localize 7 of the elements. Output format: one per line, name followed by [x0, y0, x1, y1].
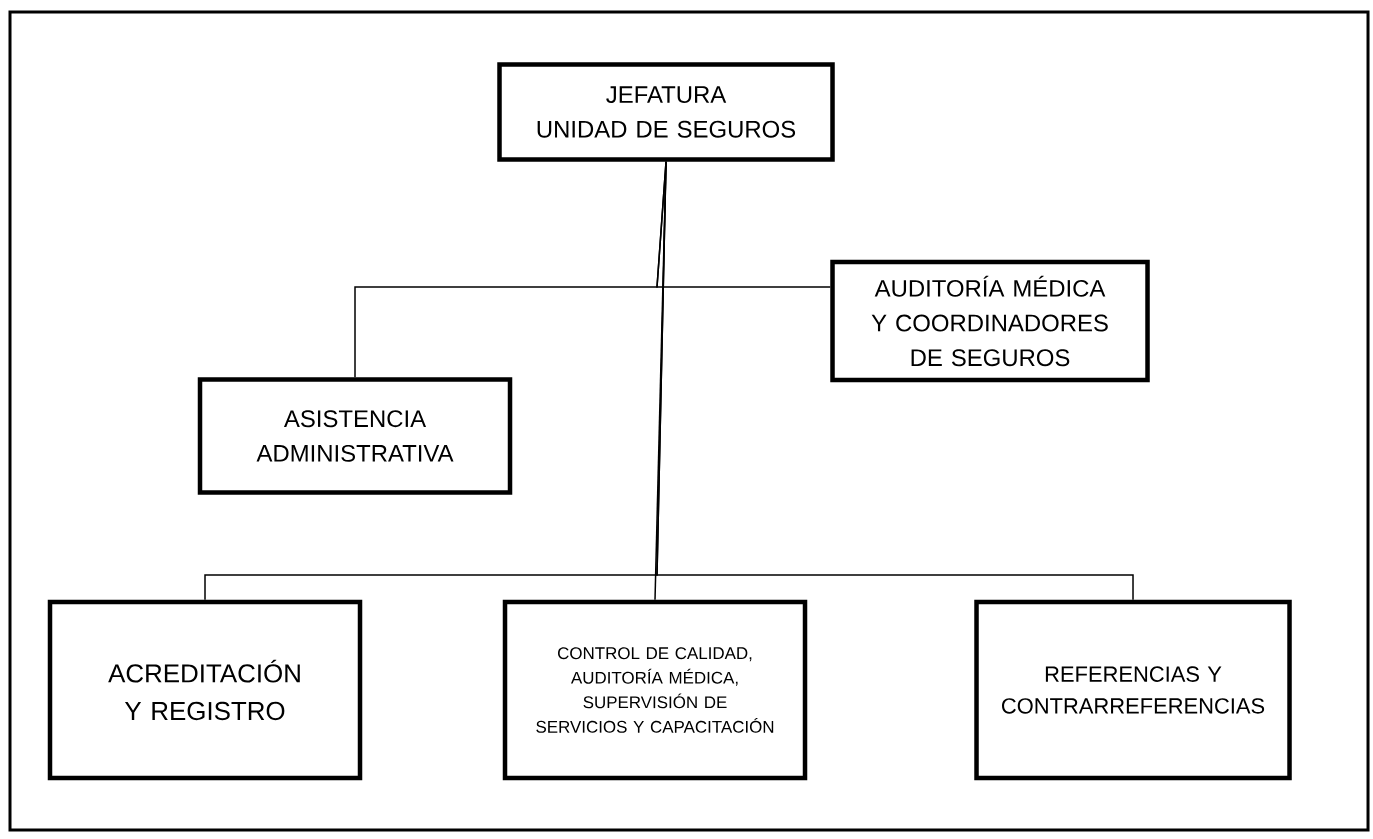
org-box: ASISTENCIA ADMINISTRATIVA	[197, 377, 513, 495]
org-box: ACREDITACIÓN Y REGISTRO	[47, 599, 363, 781]
org-box: REFERENCIAS Y CONTRARREFERENCIAS	[974, 599, 1292, 781]
org-box: JEFATURA UNIDAD DE SEGUROS	[497, 62, 835, 162]
org-box: AUDITORÍA MÉDICA Y COORDINADORES DE SEGUROS	[830, 259, 1150, 383]
connector-line	[656, 161, 1134, 601]
org-box: CONTROL DE CALIDAD, AUDITORÍA MÉDICA, SUPERVISIÓN DE SERVICIOS Y CAPACITACIÓN	[502, 599, 808, 781]
